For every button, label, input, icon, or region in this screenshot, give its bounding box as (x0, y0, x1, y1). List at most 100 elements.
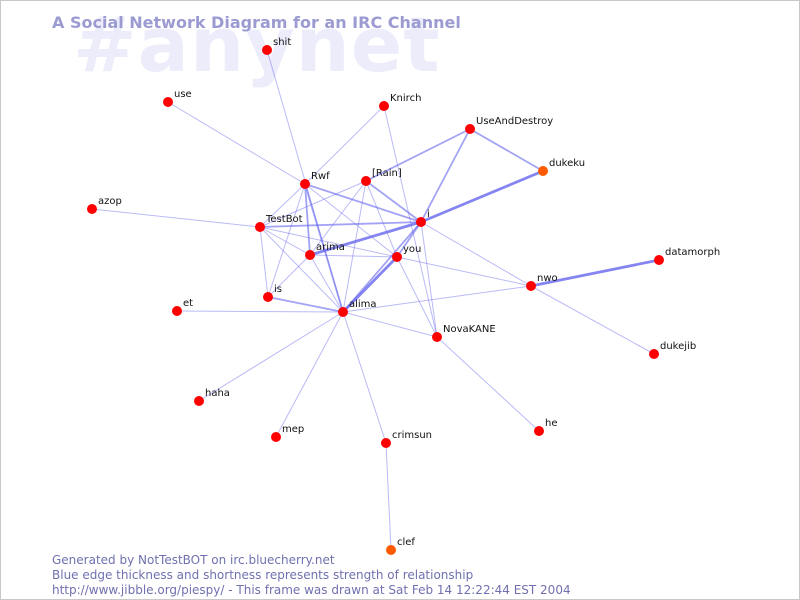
node-label: Knirch (390, 93, 421, 104)
node-alima: alima (338, 299, 377, 317)
diagram-title: A Social Network Diagram for an IRC Chan… (52, 13, 461, 32)
node-dot (300, 179, 310, 189)
edge-use-Rwf (167, 101, 306, 185)
node-shit: shit (262, 37, 291, 55)
edge-arima-alima (309, 254, 344, 313)
edge-Rain-alima (342, 180, 367, 313)
edge-TestBot-you (259, 226, 398, 258)
footer-generated-by: Generated by NotTestBOT on irc.bluecherr… (52, 553, 335, 567)
node-label: crimsun (392, 430, 432, 441)
node-dot (381, 438, 391, 448)
node-mep: mep (271, 424, 304, 442)
node-is: is (263, 284, 282, 302)
node-label: [Rain] (372, 168, 402, 179)
node-label: i (427, 209, 430, 220)
node-label: alima (349, 299, 377, 310)
node-Rain: [Rain] (361, 168, 402, 186)
node-label: he (545, 418, 558, 429)
node-label: use (174, 89, 192, 100)
edge-Rwf-is (267, 183, 306, 298)
node-dot (465, 124, 475, 134)
edge-UseAndDestroy-dukeku (469, 128, 544, 172)
footer-legend-note: Blue edge thickness and shortness repres… (52, 568, 474, 582)
node-dot (255, 222, 265, 232)
node-dot (361, 176, 371, 186)
node-dot (194, 396, 204, 406)
edge-Rain-you (365, 180, 398, 258)
node-label: nwo (537, 273, 558, 284)
node-datamorph: datamorph (654, 247, 720, 265)
footer: Generated by NotTestBOT on irc.bluecherr… (52, 553, 571, 598)
node-label: TestBot (265, 214, 303, 225)
edge-Rain-TestBot (259, 180, 367, 228)
node-dot (432, 332, 442, 342)
edge-Rain-arima (309, 180, 367, 256)
edge-you-alima (342, 256, 398, 313)
node-dot (305, 250, 315, 260)
node-arima: arima (305, 242, 345, 260)
edge-i-nwo (420, 221, 532, 287)
node-label: NovaKANE (443, 324, 496, 335)
node-dot (338, 307, 348, 317)
edge-Rwf-alima (304, 183, 344, 313)
node-dot (416, 217, 426, 227)
node-label: et (183, 298, 193, 309)
edge-et-alima (176, 310, 344, 313)
node-NovaKANE: NovaKANE (432, 324, 496, 342)
node-clef: clef (386, 537, 415, 555)
node-he: he (534, 418, 558, 436)
node-label: azop (98, 196, 122, 207)
node-label: dukejib (660, 341, 696, 352)
edge-alima-haha (198, 311, 344, 402)
node-label: is (274, 284, 282, 295)
edge-you-nwo (396, 256, 532, 287)
edge-NovaKANE-he (436, 336, 540, 432)
edge-Rwf-i (304, 183, 422, 223)
node-Rwf: Rwf (300, 171, 330, 189)
node-dot (526, 281, 536, 291)
edge-alima-mep (275, 311, 344, 438)
node-dot (649, 349, 659, 359)
node-Knirch: Knirch (379, 93, 421, 111)
edge-azop-TestBot (91, 208, 261, 228)
node-label: you (403, 244, 421, 255)
node-haha: haha (194, 388, 230, 406)
node-dot (163, 97, 173, 107)
node-UseAndDestroy: UseAndDestroy (465, 116, 553, 134)
node-label: Rwf (311, 171, 330, 182)
edge-Rwf-you (304, 183, 398, 258)
edge-Rwf-TestBot (259, 183, 306, 228)
node-dot (534, 426, 544, 436)
node-et: et (172, 298, 193, 316)
footer-url-timestamp: http://www.jibble.org/piespy/ - This fra… (52, 583, 571, 597)
edge-i-TestBot (259, 221, 422, 228)
node-i: i (416, 209, 430, 227)
node-dot (263, 292, 273, 302)
edge-UseAndDestroy-i (420, 128, 471, 223)
node-azop: azop (87, 196, 122, 214)
edge-TestBot-arima (259, 226, 311, 256)
edge-arima-you (309, 254, 398, 258)
edge-nwo-dukejib (530, 285, 655, 355)
node-dot (386, 545, 396, 555)
node-label: datamorph (665, 247, 720, 258)
channel-watermark: #anynet (73, 0, 441, 89)
node-dukeku: dukeku (538, 158, 585, 176)
edge-arima-is (267, 254, 311, 298)
edge-crimsun-clef (385, 442, 392, 551)
node-label: shit (273, 37, 291, 48)
node-you: you (392, 244, 421, 262)
node-dukejib: dukejib (649, 341, 696, 359)
edge-you-NovaKANE (396, 256, 438, 338)
node-dot (172, 306, 182, 316)
edge-UseAndDestroy-Rain (365, 128, 471, 182)
node-label: arima (316, 242, 345, 253)
edge-TestBot-alima (259, 226, 344, 313)
node-dot (538, 166, 548, 176)
node-crimsun: crimsun (381, 430, 432, 448)
edge-Rwf-arima (304, 183, 311, 256)
node-label: clef (397, 537, 415, 548)
